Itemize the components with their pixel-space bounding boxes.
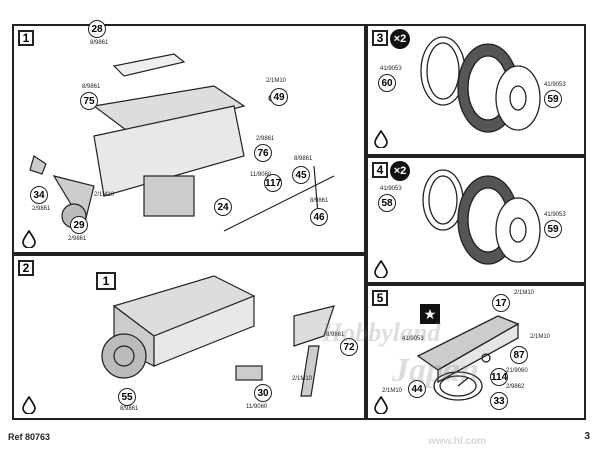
glue-drop-icon (374, 260, 388, 278)
part-callout: 117 (264, 174, 282, 192)
part-callout: 46 (310, 208, 328, 226)
step-number: 4 (372, 162, 388, 178)
part-number: 41/9053 (544, 82, 566, 88)
part-callout: 28 (88, 20, 106, 38)
part-callout: 87 (510, 346, 528, 364)
page-number: 3 (584, 431, 590, 442)
part-number: 11/9060 (246, 404, 268, 410)
part-callout: 34 (30, 186, 48, 204)
part-number: 2/9861 (32, 206, 51, 212)
part-number: 2/1M10 (514, 290, 535, 296)
part-callout: 114 (490, 368, 508, 386)
step-4-panel: 4 ×2 58 59 41/9053 41/9053 (366, 156, 586, 284)
part-callout: 30 (254, 384, 272, 402)
part-callout: 59 (544, 90, 562, 108)
quantity-multiplier: ×2 (390, 29, 410, 49)
watermark-url: www.hl.com (428, 436, 486, 447)
glue-drop-icon (374, 130, 388, 148)
part-number: 2/9861 (68, 236, 87, 242)
part-callout: 44 (408, 380, 426, 398)
step-number: 5 (372, 290, 388, 306)
engine-assembly-drawing (101, 275, 335, 397)
dashboard-assembly-drawing (416, 315, 520, 401)
step-2-panel: 2 1 72 55 30 8/9861 8/9861 2/1M10 11/906… (12, 254, 366, 420)
wheel-assembly-drawing (422, 169, 541, 265)
part-number: 2/1M10 (530, 334, 551, 340)
part-number: 2/1M10 (382, 388, 403, 394)
reference-number: Ref 80763 (8, 432, 51, 442)
watermark-logo: Hobbyland (322, 318, 441, 347)
step-5-panel: 5 ★ 17 87 114 44 33 2/1M10 41/9053 2/1M1… (366, 284, 586, 420)
part-number: 21/9060 (506, 368, 528, 374)
part-callout: 75 (80, 92, 98, 110)
part-number: 41/9053 (402, 336, 424, 342)
engine-assembly-drawing (29, 53, 335, 232)
glue-drop-icon (22, 396, 36, 414)
step-3-panel: 3 ×2 60 59 41/9053 41/9053 (366, 24, 586, 156)
part-callout: 45 (292, 166, 310, 184)
step-number: 1 (18, 30, 34, 46)
part-number: 8/9861 (90, 40, 109, 46)
part-callout: 33 (490, 392, 508, 410)
part-number: 8/9861 (326, 332, 345, 338)
part-callout: 29 (70, 216, 88, 234)
part-number: 41/9053 (380, 186, 402, 192)
glue-drop-icon (22, 230, 36, 248)
part-number: 2/9862 (506, 384, 525, 390)
part-number: 8/9861 (310, 198, 329, 204)
part-number: 2/9861 (256, 136, 275, 142)
part-callout: 72 (340, 338, 358, 356)
quantity-multiplier: ×2 (390, 161, 410, 181)
step-number: 3 (372, 30, 388, 46)
part-number: 11/9060 (250, 172, 272, 178)
part-callout: 76 (254, 144, 272, 162)
wheel-assembly-drawing (420, 36, 541, 133)
part-callout: 60 (378, 74, 396, 92)
part-number: 2/1M10 (94, 192, 115, 198)
part-callout: 17 (492, 294, 510, 312)
part-callout: 55 (118, 388, 136, 406)
step-number: 2 (18, 260, 34, 276)
part-number: 8/9861 (82, 84, 101, 90)
part-callout: 59 (544, 220, 562, 238)
reference-step-box: 1 (96, 272, 116, 290)
part-number: 8/9861 (120, 406, 139, 412)
step-1-panel: 1 28 75 49 76 117 45 34 29 24 46 8/9861 (12, 20, 366, 254)
part-number: 2/1M10 (266, 78, 287, 84)
part-callout: 24 (214, 198, 232, 216)
watermark-script: Japan (392, 352, 479, 389)
part-number: 41/9053 (380, 66, 402, 72)
part-number: 41/9053 (544, 212, 566, 218)
part-number: 2/1M10 (292, 376, 313, 382)
glue-drop-icon (374, 396, 388, 414)
star-icon: ★ (420, 304, 440, 324)
part-number: 8/9861 (294, 156, 313, 162)
part-callout: 49 (270, 88, 288, 106)
part-callout: 58 (378, 194, 396, 212)
